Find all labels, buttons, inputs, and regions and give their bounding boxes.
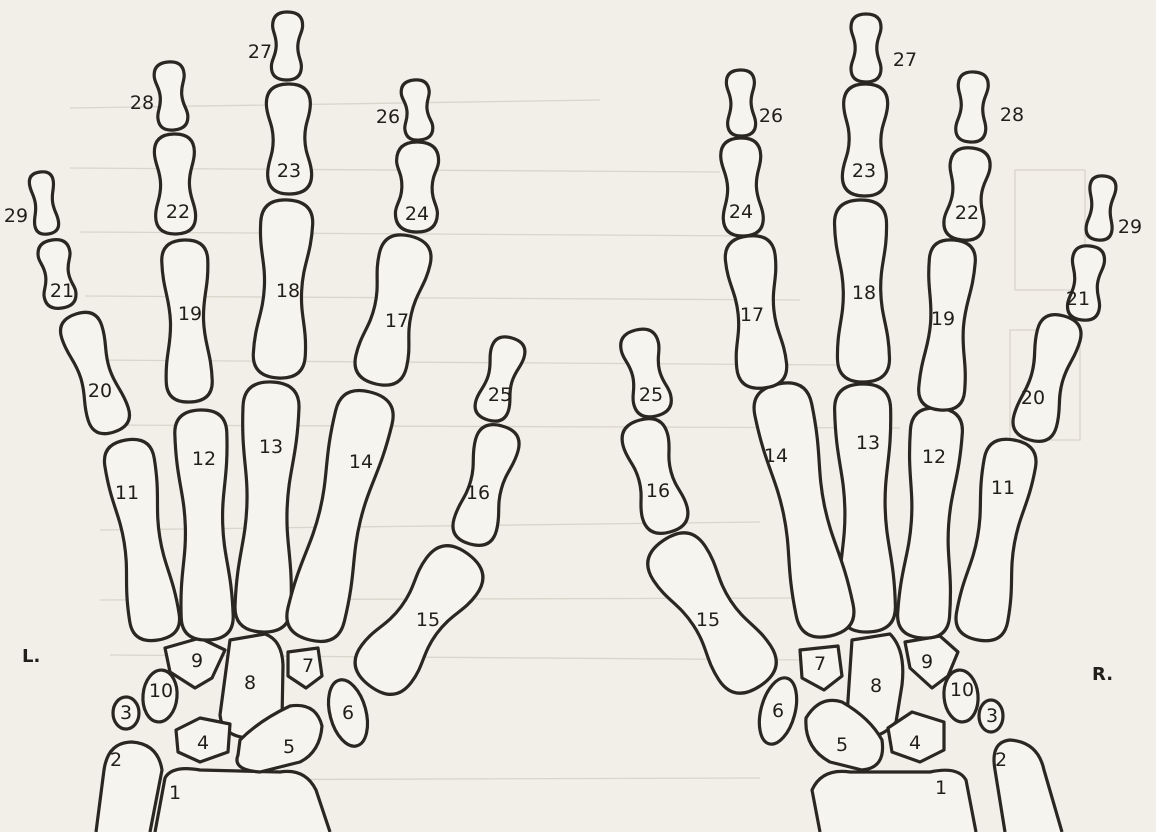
bone-number-label: 7	[302, 655, 314, 677]
bone-mp4	[942, 146, 992, 242]
bone-number-label: 26	[376, 106, 400, 128]
bone-dp2	[726, 70, 756, 137]
bone-number-label: 24	[729, 201, 753, 223]
bone-number-label: 6	[772, 700, 784, 722]
bone-number-label: 19	[931, 308, 955, 330]
bone-number-label: 21	[50, 280, 74, 302]
bone-number-label: 23	[277, 160, 301, 182]
bone-number-label: 28	[1000, 104, 1024, 126]
bone-number-label: 27	[893, 49, 917, 71]
left-hand-label: L.	[22, 646, 40, 667]
bone-number-label: 3	[986, 705, 998, 727]
bone-number-label: 1	[935, 777, 947, 799]
bone-number-label: 21	[1066, 288, 1090, 310]
bone-number-label: 11	[115, 482, 139, 504]
bone-number-label: 8	[870, 675, 882, 697]
bone-number-label: 16	[466, 482, 490, 504]
bone-number-label: 24	[405, 203, 429, 225]
bone-number-label: 4	[197, 732, 209, 754]
bone-number-label: 26	[759, 105, 783, 127]
bone-number-label: 18	[852, 282, 876, 304]
bone-number-label: 1	[169, 782, 181, 804]
right-hand-label: R.	[1092, 664, 1113, 685]
bone-number-label: 9	[921, 651, 933, 673]
bone-pp1	[618, 414, 692, 538]
bone-number-label: 3	[120, 702, 132, 724]
bone-pp5	[56, 308, 134, 439]
bone-dp2	[400, 79, 434, 142]
bone-number-label: 2	[995, 749, 1007, 771]
bone-mc5	[952, 435, 1039, 644]
bone-number-label: 5	[283, 736, 295, 758]
bone-mc4	[174, 409, 234, 641]
bone-number-label: 10	[950, 679, 974, 701]
bone-number-label: 29	[4, 205, 28, 227]
bone-dp3	[851, 14, 881, 82]
bone-number-label: 11	[991, 477, 1015, 499]
bone-number-label: 4	[909, 732, 921, 754]
bone-number-label: 16	[646, 480, 670, 502]
bone-number-label: 18	[276, 280, 300, 302]
bone-number-label: 28	[130, 92, 154, 114]
bone-mp5	[1066, 244, 1106, 321]
bone-number-label: 27	[248, 41, 272, 63]
bone-mc5	[101, 436, 182, 644]
bone-number-label: 22	[166, 201, 190, 223]
bone-mc4	[896, 406, 964, 640]
bone-number-label: 20	[1021, 387, 1045, 409]
bone-number-label: 17	[385, 310, 409, 332]
bone-number-label: 17	[740, 304, 764, 326]
bone-dp5	[28, 170, 60, 235]
bone-number-label: 12	[192, 448, 216, 470]
bone-number-label: 9	[191, 650, 203, 672]
bone-number-label: 22	[955, 202, 979, 224]
bone-number-label: 29	[1118, 216, 1142, 238]
bone-number-label: 19	[178, 303, 202, 325]
bone-number-label: 8	[244, 672, 256, 694]
right-hand-skeleton: 1234567891011121314151617181920212223242…	[617, 14, 1142, 832]
bone-number-label: 13	[259, 436, 283, 458]
bone-number-label: 5	[836, 734, 848, 756]
bone-number-label: 12	[922, 446, 946, 468]
bone-dp4	[153, 61, 189, 132]
bone-number-label: 23	[852, 160, 876, 182]
bone-number-label: 13	[856, 432, 880, 454]
bone-dp3	[271, 12, 303, 81]
bone-number-label: 15	[416, 609, 440, 631]
bone-dp5	[1085, 175, 1117, 241]
bone-number-label: 14	[349, 451, 373, 473]
bone-number-label: 2	[110, 749, 122, 771]
bone-number-label: 15	[696, 609, 720, 631]
bone-number-label: 10	[149, 680, 173, 702]
bone-dp1	[617, 326, 674, 421]
bone-number-label: 7	[814, 653, 826, 675]
bone-dp1	[472, 333, 529, 425]
bone-number-label: 14	[764, 445, 788, 467]
bone-radius	[155, 769, 330, 832]
bone-number-label: 25	[488, 384, 512, 406]
bone-number-label: 6	[342, 702, 354, 724]
bone-dp4	[955, 71, 989, 143]
left-hand-skeleton: 1234567891011121314151617181920212223242…	[4, 12, 528, 832]
bone-ulna	[96, 742, 162, 832]
bone-number-label: 20	[88, 380, 112, 402]
bone-radius	[812, 770, 976, 832]
bone-number-label: 25	[639, 384, 663, 406]
